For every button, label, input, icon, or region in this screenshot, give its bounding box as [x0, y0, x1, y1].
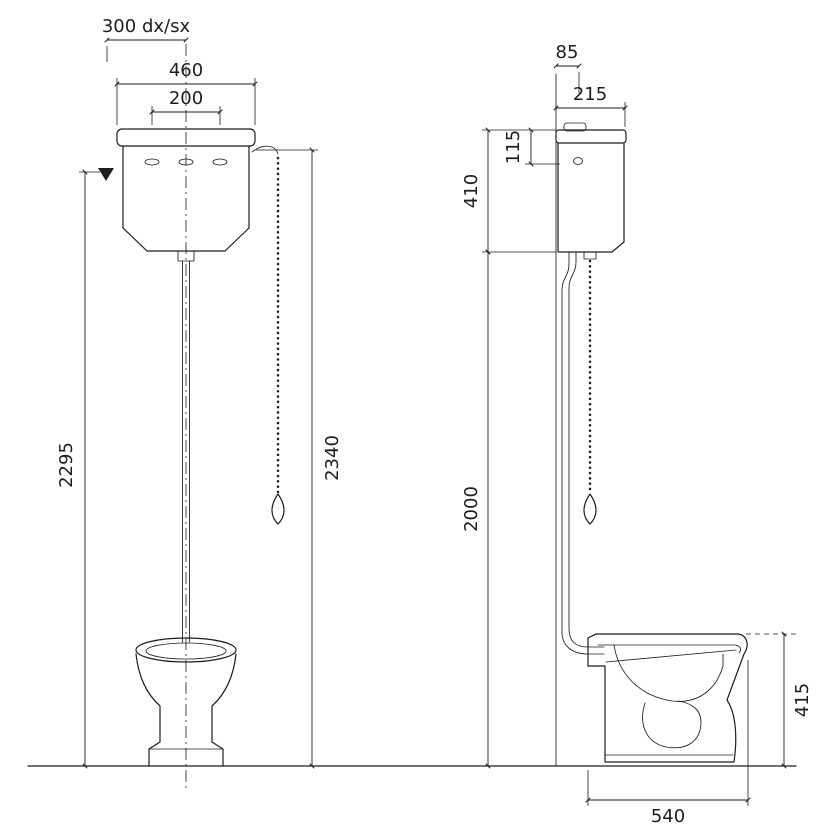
dim-label-height-to-valve: 2295	[56, 442, 77, 488]
dim-label-overall-height: 2340	[322, 435, 343, 481]
cistern-body-side	[557, 142, 625, 253]
toilet-side	[587, 633, 748, 763]
dim-wall-offset: 85	[553, 42, 582, 94]
inlet-hole-mark	[573, 157, 583, 165]
chain-pull-handle-side	[583, 493, 597, 525]
dim-pan-height: 415	[746, 631, 813, 769]
cistern-front	[98, 128, 256, 262]
trapway	[642, 700, 702, 749]
dim-overall-height: 2340	[256, 147, 343, 769]
fixing-hole-right	[212, 158, 228, 166]
lever-boss	[583, 251, 597, 260]
bowl-cavity	[613, 644, 724, 702]
pan-rim-inner-side	[597, 644, 742, 654]
dim-label-wall-offset: 85	[556, 42, 579, 63]
pan-rim-inner	[145, 642, 227, 660]
pan-outline-side	[587, 633, 748, 763]
cistern-lid	[116, 128, 256, 147]
dim-cistern-height: 410	[461, 127, 556, 255]
lid-knob	[563, 122, 587, 132]
flush-valve-nut	[177, 250, 195, 262]
pull-chain-front	[251, 145, 285, 525]
dim-label-pan-height: 415	[792, 683, 813, 717]
flush-channel	[605, 649, 737, 663]
front-view: 300 dx/sx 460 200 2295 2340	[56, 16, 343, 792]
fixing-hole-left	[144, 158, 160, 166]
pan-body	[135, 653, 237, 767]
flush-pipe-side	[561, 251, 589, 655]
pull-chain-side	[583, 259, 597, 525]
dim-label-supply-offset: 300 dx/sx	[102, 16, 191, 37]
dim-label-cistern-depth: 215	[573, 84, 607, 105]
dim-pan-depth: 540	[585, 660, 751, 827]
dim-height-to-valve: 2295	[56, 169, 100, 769]
dim-label-inlet-height: 115	[503, 130, 524, 164]
cistern-side	[555, 122, 627, 260]
dim-label-fixing-centres: 200	[169, 88, 203, 109]
dim-cistern-depth: 215	[553, 84, 628, 127]
dim-label-flushpipe-drop: 2000	[461, 486, 482, 532]
pan-rim-outer	[135, 637, 237, 663]
flush-pipe-front	[182, 260, 190, 643]
side-view: 85 215 115 410 2000 415	[461, 42, 813, 827]
fixing-hole-center	[178, 158, 194, 166]
dim-cistern-width: 460	[114, 60, 258, 125]
dim-inlet-height: 115	[503, 127, 560, 167]
dim-supply-offset: 300 dx/sx	[102, 16, 191, 62]
dim-fixing-centres: 200	[149, 88, 223, 125]
cistern-lid-side	[555, 129, 627, 144]
chain-pull-handle	[271, 493, 285, 525]
dim-label-cistern-width: 460	[169, 60, 203, 81]
dim-label-cistern-height: 410	[461, 174, 482, 208]
toilet-front	[135, 637, 237, 767]
dim-flushpipe-drop: 2000	[461, 249, 491, 769]
flush-lever	[251, 145, 279, 155]
water-inlet-marker	[98, 168, 114, 181]
dim-label-pan-depth: 540	[651, 806, 685, 827]
